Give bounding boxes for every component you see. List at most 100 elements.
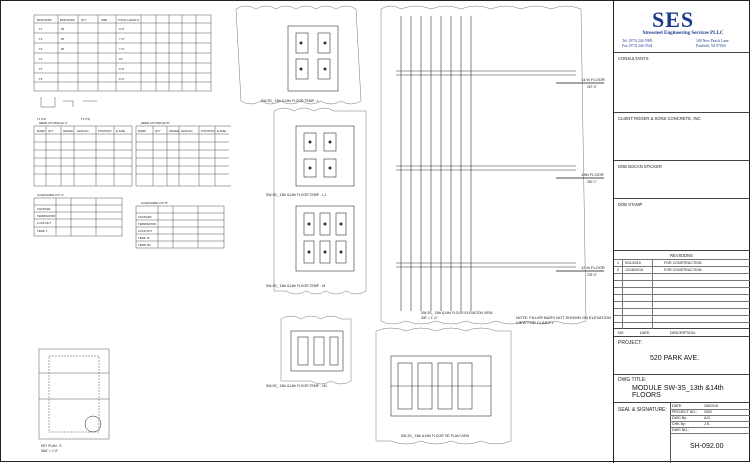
svg-text:T3: T3 [39,47,43,51]
svg-text:9'-0": 9'-0" [119,27,125,31]
svg-text:REBAR LIST MODULE "A": REBAR LIST MODULE "A" [39,122,68,125]
key-plan-scale: 3/64" = 1'-0" [41,449,59,453]
svg-text:TEMP. M: TEMP. M [138,236,150,240]
svg-text:POSITION: POSITION [201,129,214,133]
svg-text:QTY: QTY [48,129,54,133]
floor-13-label: 13th FLOOR [581,172,604,177]
svg-text:T4: T4 [39,57,43,61]
date-label: DATE: [672,404,683,408]
dob-stamp-label: DOB STAMP [618,202,643,207]
revisions-label: REVISIONS [670,253,693,258]
svg-text:T6: T6 [39,77,43,81]
firm-address-2: Fairfield, NJ 07004 [696,44,726,48]
svg-text:BAR MARK: BAR MARK [60,18,75,22]
date-value: 3/8/2015 [704,404,718,408]
revision-1-desc: FOR CONSTRUCTION [664,260,702,265]
svg-text:GRADE: GRADE [63,129,73,133]
svg-text:TERMINATOR: TERMINATOR [138,222,156,226]
chk-by-label: CHK By: [672,422,686,426]
project-label: PROJECT: [618,340,643,346]
revision-header: NO. DATE: DESCRIPTION: [614,329,750,337]
svg-text:E-SIZE: E-SIZE [116,129,125,133]
dob-scan-label: DOB BSCAN STICKER [618,164,662,169]
svg-text:COUPLER: COUPLER [138,215,152,219]
svg-text:6'-0": 6'-0" [119,77,125,81]
firm-address-1: 100 New Dutch Lane [696,39,729,43]
floor-12-elev: 233'-0" [587,273,597,277]
floor-14-label: 14 th FLOOR [581,77,605,82]
svg-text:ACCESSORIES LIST "A": ACCESSORIES LIST "A" [37,194,64,197]
dwg-no-value: SH-092.00 [690,443,724,450]
section-l-title: SW-3S_ 13th &14th FLOOR TEMP. - L [261,99,320,103]
floor-13-elev: 250'-1" [587,180,597,184]
rev-header-no: NO. [618,331,625,335]
project-no-value: 3302 [704,410,712,414]
svg-text:TEMP. L: TEMP. L [37,229,48,233]
firm-header: SES Stressteel Engineering Services PLLC… [614,1,750,53]
revision-2-date: 12/18/2015 [625,267,643,272]
svg-text:#5: #5 [61,27,65,31]
consultants-label: CONSULTANTS [618,56,649,61]
dob-stamp-box: DOB STAMP [614,199,750,251]
revision-2-desc: FOR CONSTRUCTION [664,267,702,272]
title-block: SES Stressteel Engineering Services PLLC… [613,1,750,463]
consultants-box: CONSULTANTS [614,53,750,113]
firm-fax: Fax (973) 244-5544 [622,44,653,48]
section-drawings-graphic [235,5,604,445]
svg-text:MARK: MARK [138,129,146,133]
dwg-title-label: DWG TITLE: [618,377,647,383]
svg-text:10": 10" [119,57,123,61]
svg-text:7'-0": 7'-0" [119,37,125,41]
floor-14-elev: 267'-0" [587,85,597,89]
svg-text:T3 (T4): T3 (T4) [81,117,90,121]
svg-text:LENGTH: LENGTH [181,129,192,133]
dwg-title-box: DWG TITLE: MODULE SW-3S_13th &14th FLOOR… [614,375,750,403]
client-box: CLIENT: ROGER & SONS CONCRETE, INC [614,113,750,161]
revision-1-date: 9/11/2015 [625,260,641,265]
svg-text:#5: #5 [61,37,65,41]
filler-bars-note: NOTE: FILLER BARS NOT SHOWN ON ELEVATION… [516,315,611,325]
svg-text:REBAR LIST MODULE "B": REBAR LIST MODULE "B" [141,122,170,125]
dwg-by-value: A.D. [704,416,711,420]
section-l1-title: SW-3S_ 13th &14th FLOOR TEMP. - L1 [266,193,327,197]
revisions-box: REVISIONS 1 9/11/2015 FOR CONSTRUCTION 2… [614,251,750,329]
svg-text:SIZE: SIZE [101,18,107,22]
elevation-title: SW-3S_ 13th &14th FLOOR ELEVATION VIEW [421,311,493,315]
client-label: CLIENT: [618,116,634,121]
svg-text:LOCK NUT: LOCK NUT [138,229,152,233]
svg-text:TERMINATOR: TERMINATOR [37,214,55,218]
svg-text:LENGTH: LENGTH [77,129,88,133]
project-no-label: PROJECT NO.: [672,410,698,414]
svg-text:T1: T1 [39,27,43,31]
dob-scan-box: DOB BSCAN STICKER [614,161,750,199]
svg-text:T5: T5 [39,67,43,71]
svg-text:7'-0": 7'-0" [119,47,125,51]
rev-header-date: DATE: [640,331,651,335]
revision-1-no: 1 [617,260,619,265]
dwg-no-label: DWG NO.: [672,428,690,432]
plan-view-title: SW-3S_ 13th &14th FLOOR TIE PLAN VIEW [401,434,470,438]
firm-tel: Tel. (973) 244-5995 [622,39,653,43]
svg-text:GRADE: GRADE [169,129,179,133]
elevation-scale: 3/8" = 1'-0" [421,316,438,320]
svg-text:T1 (T2): T1 (T2) [37,117,46,121]
svg-text:POSITION: POSITION [98,129,111,133]
svg-text:LOCK NUT: LOCK NUT [37,221,51,225]
svg-text:ACCESSORIES LIST "B": ACCESSORIES LIST "B" [141,202,168,205]
svg-text:E-SIZE: E-SIZE [217,129,226,133]
key-plan-label: KEY PLAN - S [41,444,62,448]
svg-text:BAR MARK: BAR MARK [37,18,52,22]
project-box: PROJECT: 520 PARK AVE. [614,337,750,375]
section-m1-title: SW-3S_ 13th &14th FLOOR TEMP. - M1 [266,384,328,388]
company-logo: SES [652,7,695,32]
svg-text:COUPLER: COUPLER [37,207,51,211]
svg-text:T2: T2 [39,37,43,41]
firm-name: Stressteel Engineering Services PLLC [642,31,724,36]
client-value: ROGER & SONS CONCRETE, INC [634,116,701,121]
rev-header-desc: DESCRIPTION: [670,331,696,335]
svg-text:TEMP. M1: TEMP. M1 [138,243,151,247]
svg-text:QTY: QTY [155,129,161,133]
svg-text:QTY: QTY [81,18,87,22]
